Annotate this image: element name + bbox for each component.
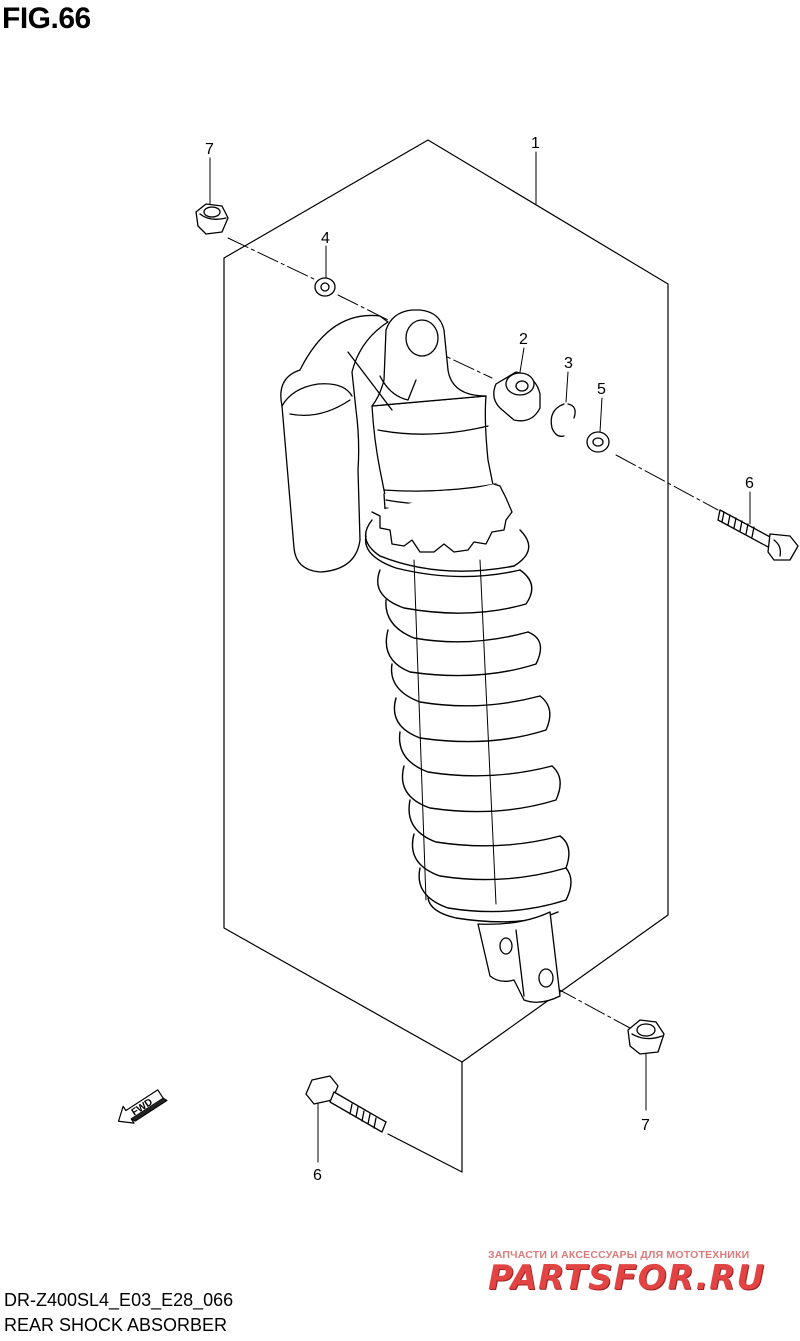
callout-6-bottom: 6: [313, 1167, 322, 1184]
callout-7-top: 7: [205, 141, 214, 158]
coil-spring: [364, 519, 572, 923]
model-code: DR-Z400SL4_E03_E28_066: [4, 1290, 234, 1310]
watermark-subtitle: ЗАПЧАСТИ И АКСЕССУАРЫ ДЛЯ МОТОТЕХНИКИ: [488, 1249, 750, 1261]
callout-4: 4: [321, 230, 330, 247]
callout-1: 1: [531, 135, 540, 152]
lower-clevis: [477, 911, 561, 1003]
axis-lines: [227, 237, 719, 1029]
bolt-part-6-bottom: [305, 1075, 387, 1133]
spring-adjuster: [371, 483, 513, 553]
washer-part-4: [314, 277, 336, 297]
nut-part-7-top: [195, 203, 229, 235]
damper-body: [413, 559, 497, 905]
watermark-logo: PARTSFOR.RU: [488, 1258, 766, 1298]
callout-3: 3: [564, 355, 573, 372]
leader-lines: [209, 151, 751, 1163]
callout-labels: 1 7 4 2 3 5 6 7 6: [205, 135, 754, 1184]
callout-6-right: 6: [745, 475, 754, 492]
callout-5: 5: [597, 381, 606, 398]
circlip-part-3: [550, 403, 576, 437]
bushing-part-2: [493, 371, 541, 422]
nut-part-7-bottom: [627, 1019, 665, 1055]
fwd-arrow-icon: FWD: [117, 1089, 168, 1124]
washer-part-5: [586, 431, 610, 453]
callout-2: 2: [519, 331, 528, 348]
upper-body: [347, 309, 497, 501]
assembly-frame: [223, 139, 669, 1173]
reservoir: [280, 314, 389, 573]
figure-title: FIG.66: [2, 2, 91, 35]
callout-7-bottom: 7: [641, 1117, 650, 1134]
bolt-part-6-right: [717, 509, 799, 561]
assembly-name: REAR SHOCK ABSORBER: [4, 1315, 228, 1335]
